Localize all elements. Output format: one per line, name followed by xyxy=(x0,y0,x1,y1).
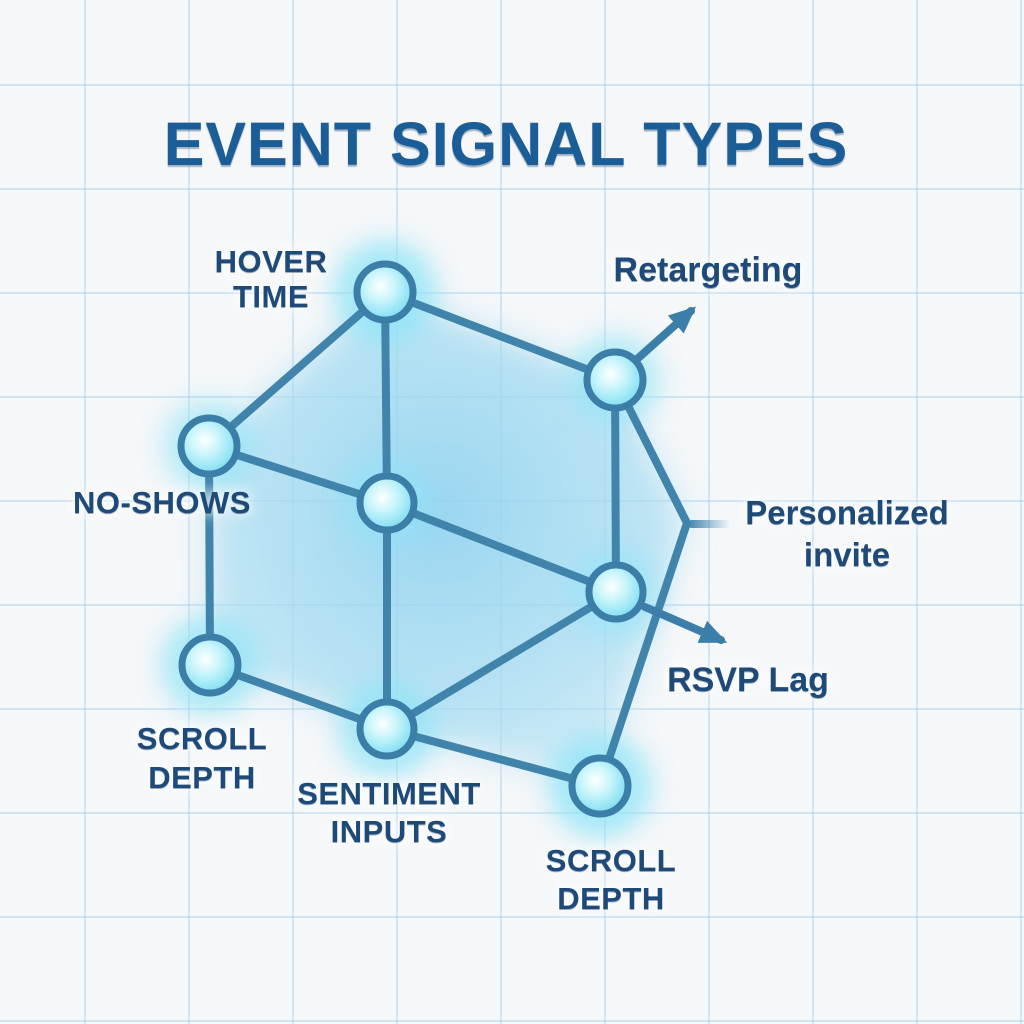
edge-hover-noshows xyxy=(205,288,389,450)
label-no-shows: NO-SHOWS xyxy=(73,486,251,520)
edge-hover-retargeting xyxy=(381,288,619,384)
label-personalized-invite-line1: Personalized xyxy=(745,494,949,531)
label-retargeting: Retargeting xyxy=(614,252,803,288)
node-retargeting xyxy=(583,348,647,412)
label-scroll-depth-left-line2: DEPTH xyxy=(148,760,256,795)
network-interior-glow xyxy=(209,292,687,786)
label-scroll-depth-left-line1: SCROLL xyxy=(136,721,268,756)
personalized-invite-tick xyxy=(688,520,730,528)
edge-central-rsvpnode xyxy=(383,499,620,596)
label-sentiment-inputs-line2: INPUTS xyxy=(330,814,448,849)
node-no-shows xyxy=(177,414,241,478)
label-sentiment-inputs-line1: SENTIMENT xyxy=(297,776,481,811)
page-title: EVENT SIGNAL TYPES xyxy=(163,109,849,178)
callout-pointers xyxy=(632,306,730,644)
edge-retargeting-scrollright xyxy=(596,376,691,790)
label-retargeting-line1: Retargeting xyxy=(613,251,803,289)
label-sentiment-inputs: SENTIMENT INPUTS xyxy=(297,775,481,851)
edge-noshows-scrollleft xyxy=(205,442,214,669)
label-no-shows-line1: NO-SHOWS xyxy=(73,485,251,520)
label-hover-time-line1: HOVER xyxy=(214,244,328,279)
label-hover-time: HOVER TIME xyxy=(215,244,328,314)
label-scroll-depth-right: SCROLL DEPTH xyxy=(546,842,676,918)
edge-hover-central xyxy=(381,288,391,507)
node-hover-time xyxy=(353,260,417,324)
label-personalized-invite: Personalized invite xyxy=(745,492,949,576)
label-scroll-depth-right-line1: SCROLL xyxy=(545,843,677,878)
node-central-hub xyxy=(356,472,418,534)
node-sentiment-inputs xyxy=(356,698,418,760)
label-hover-time-line2: TIME xyxy=(232,279,310,314)
edge-sentiment-scrollright xyxy=(383,725,604,790)
label-personalized-invite-line2: invite xyxy=(803,536,891,573)
edge-retargeting-rsvpnode xyxy=(611,376,620,596)
node-rsvp xyxy=(585,561,647,623)
retargeting-arrow xyxy=(632,306,697,364)
label-rsvp-lag-line1: RSVP Lag xyxy=(667,661,829,699)
rsvp-lag-arrow xyxy=(641,603,728,644)
label-scroll-depth-right-line2: DEPTH xyxy=(557,881,665,916)
edge-sentiment-rsvpnode xyxy=(383,588,620,733)
label-rsvp-lag: RSVP Lag xyxy=(667,662,829,698)
node-scroll-depth-right xyxy=(568,754,632,818)
node-scroll-depth-left xyxy=(178,633,242,697)
nodes xyxy=(177,260,647,818)
label-scroll-depth-left: SCROLL DEPTH xyxy=(137,719,267,797)
